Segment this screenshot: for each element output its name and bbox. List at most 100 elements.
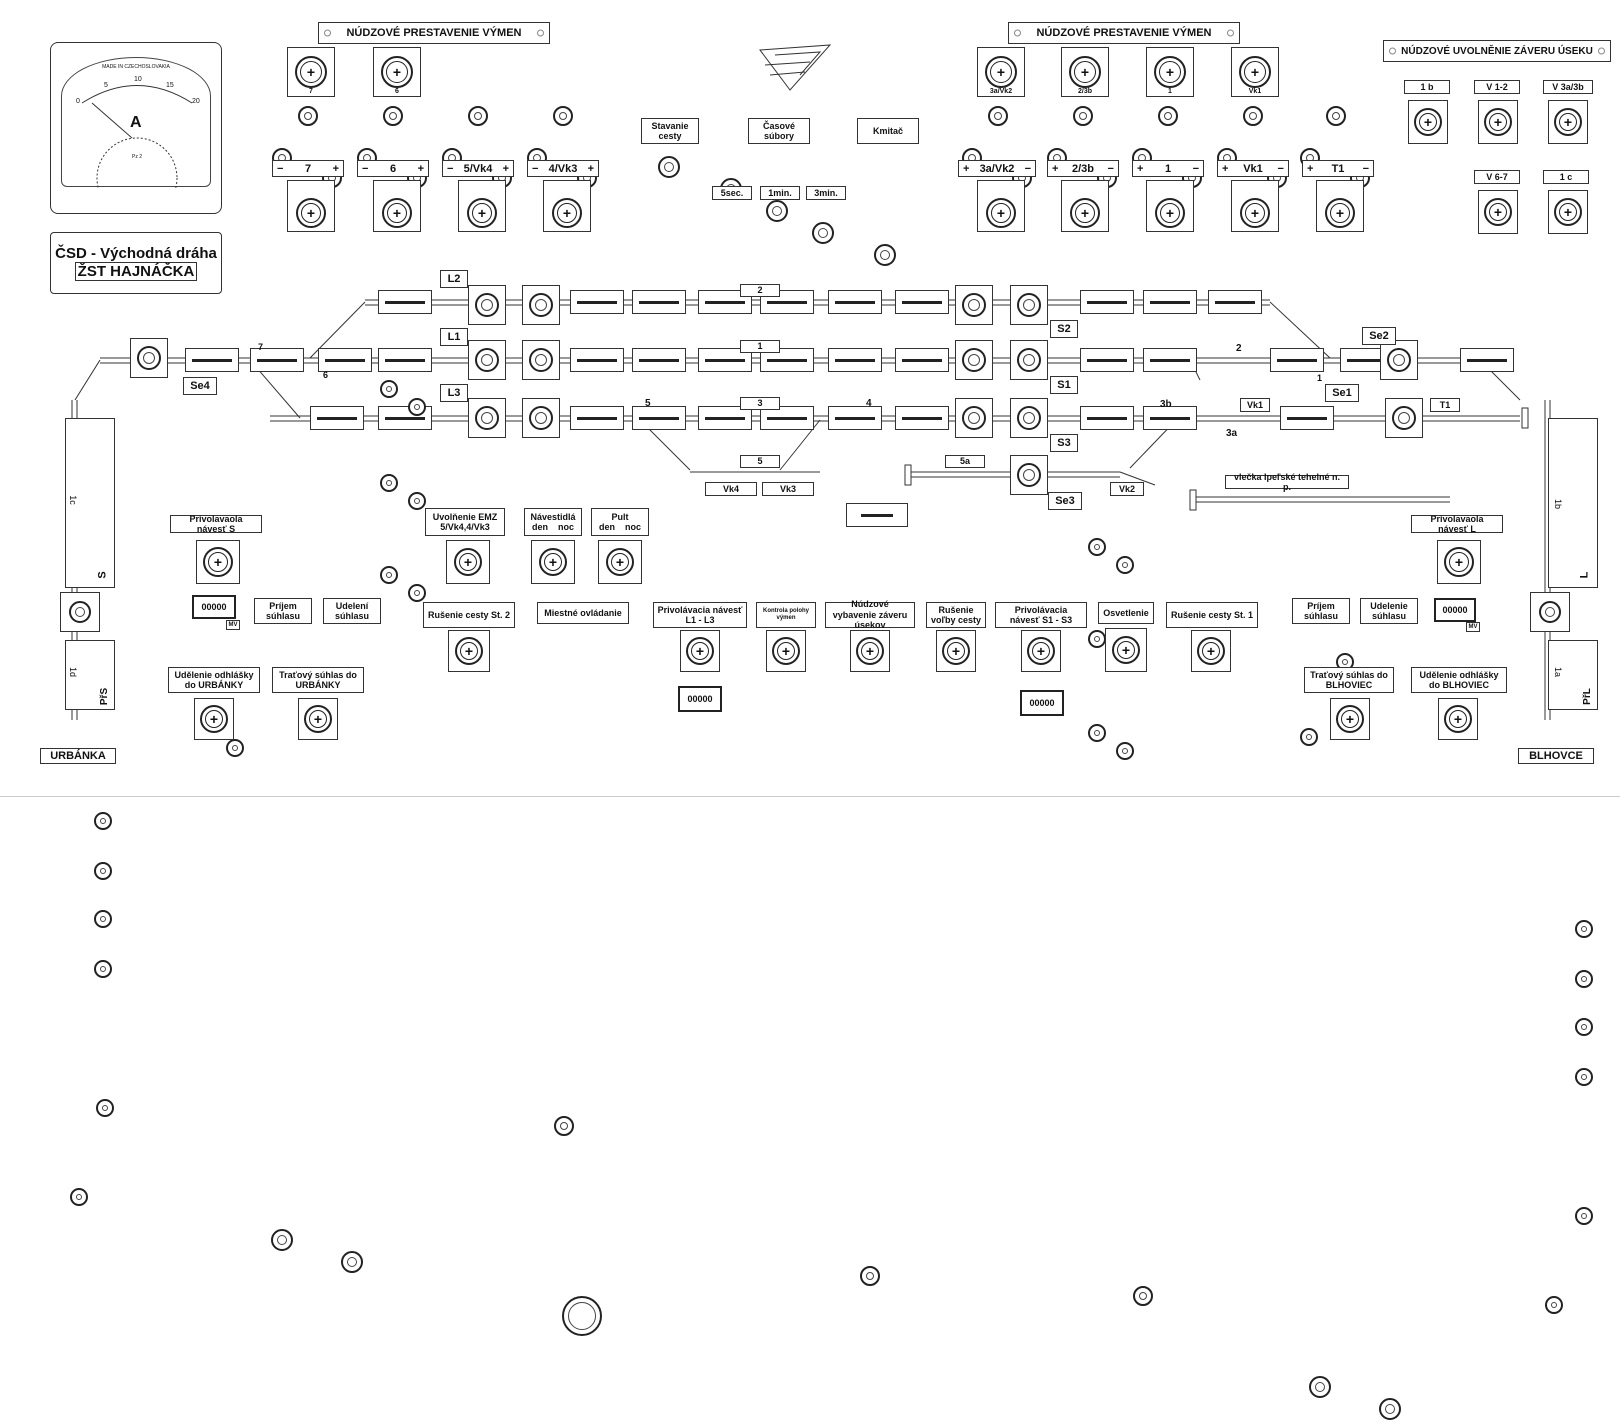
point-indicator[interactable] [1380, 340, 1418, 380]
nudzove-vyb-button[interactable]: + [850, 630, 890, 672]
signal-lamp-icon[interactable] [1575, 1018, 1593, 1036]
udelenie-right-knob-icon[interactable] [1379, 1398, 1401, 1420]
point-indicator[interactable] [522, 340, 560, 380]
point-indicator[interactable] [468, 398, 506, 438]
point-indicator[interactable] [1010, 285, 1048, 325]
emergency-button-2-3b[interactable]: + 2/3b [1061, 47, 1109, 97]
emergency-button-7[interactable]: + 7 [287, 47, 335, 97]
signal-lamp-icon[interactable] [1116, 742, 1134, 760]
call-signal-s-button[interactable]: + [196, 540, 240, 584]
track-label-L1: L1 [440, 328, 468, 346]
point-indicator[interactable] [955, 398, 993, 438]
switch-lever-6[interactable]: + [373, 180, 421, 232]
signal-lamp-icon[interactable] [1088, 538, 1106, 556]
flasher-knob-icon[interactable] [874, 244, 896, 266]
point-indicator[interactable] [955, 340, 993, 380]
point-indicator[interactable] [1010, 398, 1048, 438]
signal-lamp-icon[interactable] [1575, 920, 1593, 938]
rusenie-st2-button[interactable]: + [448, 630, 490, 672]
kontrola-button[interactable]: + [766, 630, 806, 672]
signal-lamp-icon[interactable] [70, 1188, 88, 1206]
signal-lamp-icon[interactable] [860, 1266, 880, 1286]
emz-button[interactable]: + [446, 540, 490, 584]
point-indicator[interactable] [522, 285, 560, 325]
release-button-v3a3b[interactable]: + [1548, 100, 1588, 144]
point-indicator[interactable] [1010, 455, 1048, 495]
timer-knob-1min-icon[interactable] [766, 200, 788, 222]
signal-lamp-icon[interactable] [380, 566, 398, 584]
emergency-button-vk1[interactable]: + Vk1 [1231, 47, 1279, 97]
odhlasky-blhovce-button[interactable]: + [1438, 698, 1478, 740]
signal-lamp-icon[interactable] [1088, 630, 1106, 648]
tratovy-blhovce-button[interactable]: + [1330, 698, 1370, 740]
point-indicator[interactable] [955, 285, 993, 325]
point-indicator[interactable] [522, 398, 560, 438]
switch-lever-4-vk3[interactable]: + [543, 180, 591, 232]
signal-lamp-icon[interactable] [94, 862, 112, 880]
signal-lamp-icon[interactable] [94, 910, 112, 928]
plus-icon: + [1154, 56, 1186, 88]
signal-lamp-icon[interactable] [1088, 724, 1106, 742]
pult-switch[interactable]: + [598, 540, 642, 584]
emergency-button-6[interactable]: + 6 [373, 47, 421, 97]
rusenie-st1-button[interactable]: + [1191, 630, 1231, 672]
signal-lamp-icon[interactable] [408, 584, 426, 602]
prijem-knob-icon[interactable] [271, 1229, 293, 1251]
tratovy-urbanka-button[interactable]: + [298, 698, 338, 740]
switch-lever-5-vk4[interactable]: + [458, 180, 506, 232]
local-control-key-icon[interactable] [562, 1296, 602, 1336]
switch-lever-3a-vk2[interactable]: + [977, 180, 1025, 232]
signal-lamp-icon[interactable] [1300, 728, 1318, 746]
switch-lever-1[interactable]: + [1146, 180, 1194, 232]
signal-lamp-icon[interactable] [380, 474, 398, 492]
release-button-v12[interactable]: + [1478, 100, 1518, 144]
switch-lever-2-3b[interactable]: + [1061, 180, 1109, 232]
point-indicator[interactable] [468, 340, 506, 380]
signal-lamp-icon[interactable] [1116, 556, 1134, 574]
signal-lamp-icon[interactable] [380, 380, 398, 398]
signal-lamp-icon[interactable] [96, 1099, 114, 1117]
label-emz: Uvolňenie EMZ 5/Vk4,4/Vk3 [425, 508, 505, 536]
signal-lamp-icon[interactable] [1133, 1286, 1153, 1306]
route-knob-icon[interactable] [658, 156, 680, 178]
plus-icon: + [772, 637, 800, 665]
timer-knob-3min-icon[interactable] [812, 222, 834, 244]
rusenie-volby-button[interactable]: + [936, 630, 976, 672]
release-button-v67[interactable]: + [1478, 190, 1518, 234]
odhlasky-urbanka-button[interactable]: + [194, 698, 234, 740]
release-button-1c[interactable]: + [1548, 190, 1588, 234]
privolavacia-l-button[interactable]: + [680, 630, 720, 672]
switch-lever-7[interactable]: + [287, 180, 335, 232]
track-label-2b: 2 [1236, 343, 1242, 354]
signal-lamp-icon[interactable] [408, 492, 426, 510]
ammeter-tick-15: 15 [166, 82, 174, 89]
release-button-1b[interactable]: + [1408, 100, 1448, 144]
call-signal-l-button[interactable]: + [1437, 540, 1481, 584]
navestidla-switch[interactable]: + [531, 540, 575, 584]
switch-lever-vk1[interactable]: + [1231, 180, 1279, 232]
signal-lamp-icon[interactable] [1575, 1068, 1593, 1086]
point-indicator[interactable] [130, 338, 168, 378]
udeleni-knob-icon[interactable] [341, 1251, 363, 1273]
left-axle-block[interactable] [60, 592, 100, 632]
emergency-button-1[interactable]: + 1 [1146, 47, 1194, 97]
prijem-right-knob-icon[interactable] [1309, 1376, 1331, 1398]
signal-lamp-icon[interactable] [94, 812, 112, 830]
emergency-button-3a-vk2[interactable]: + 3a/Vk2 [977, 47, 1025, 97]
signal-lamp-icon[interactable] [408, 398, 426, 416]
osvetlenie-button[interactable]: + [1105, 628, 1147, 672]
track-column-right: 1b L [1548, 418, 1598, 588]
point-indicator[interactable] [468, 285, 506, 325]
signal-lamp-icon[interactable] [94, 960, 112, 978]
signal-lamp-icon[interactable] [1575, 1207, 1593, 1225]
signal-lamp-icon[interactable] [1545, 1296, 1563, 1314]
switch-lever-t1[interactable]: + [1316, 180, 1364, 232]
point-indicator[interactable] [1385, 398, 1423, 438]
track-label-5a: 5a [945, 455, 985, 468]
right-axle-block[interactable] [1530, 592, 1570, 632]
point-indicator[interactable] [1010, 340, 1048, 380]
privolavacia-s-button[interactable]: + [1021, 630, 1061, 672]
signal-lamp-icon[interactable] [226, 739, 244, 757]
signal-lamp-icon[interactable] [554, 1116, 574, 1136]
signal-lamp-icon[interactable] [1575, 970, 1593, 988]
